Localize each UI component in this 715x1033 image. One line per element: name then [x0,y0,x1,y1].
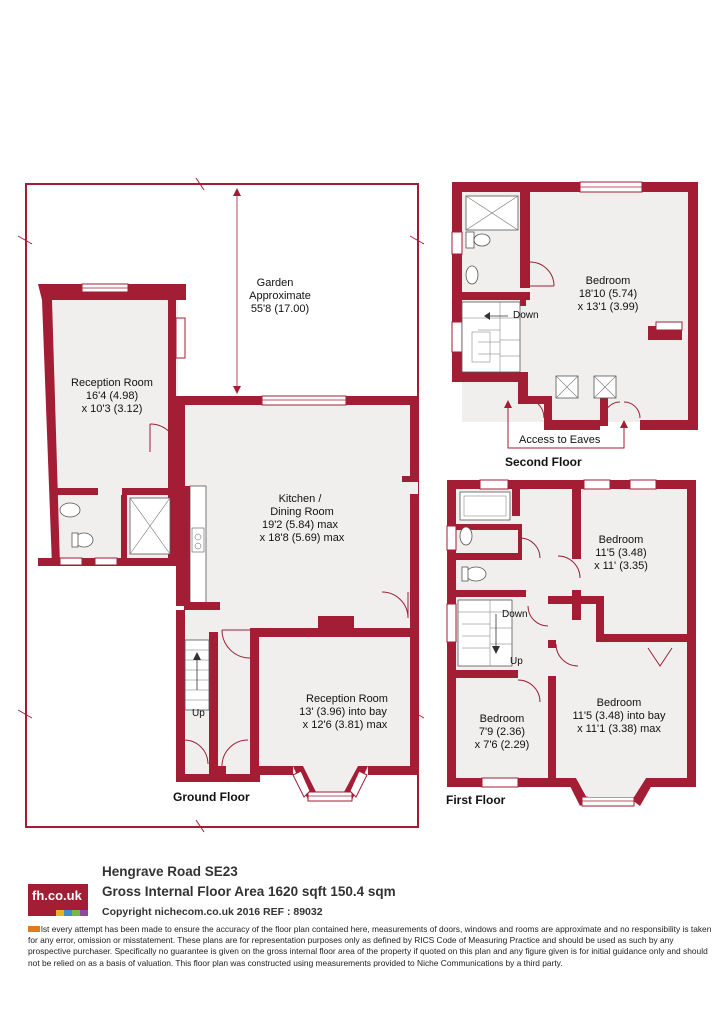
stairs-down-label-second: Down [513,310,539,321]
disclaimer: lst every attempt has been made to ensur… [28,924,715,969]
bedroom-first-top-dims1: 11'5 (3.48) [595,547,646,559]
reception2-dims2: x 12'6 (3.81) max [303,719,388,731]
eaves-label: Access to Eaves [519,434,601,446]
reception2-name: Reception Room [306,693,388,705]
disclaimer-text: lst every attempt has been made to ensur… [28,924,712,968]
bedroom-first-bay-dims1: 11'5 (3.48) into bay [572,710,666,722]
bedroom-first-bay-dims2: x 11'1 (3.38) max [577,723,661,735]
kitchen-dims2: x 18'8 (5.69) max [260,532,345,544]
kitchen-name1: Kitchen / [279,493,323,505]
bedroom-first-bay-name: Bedroom [597,697,642,709]
logo-color-bar [56,910,88,916]
address-title: Hengrave Road SE23 [102,864,238,879]
plan-labels: Garden Approximate 55'8 (17.00) Receptio… [71,275,666,807]
bedroom-first-small-dims1: 7'9 (2.36) [479,726,525,738]
bedroom-first-top-dims2: x 11' (3.35) [594,560,648,572]
garden-line2: Approximate [249,290,311,302]
bedroom-first-small-dims2: x 7'6 (2.29) [475,739,530,751]
first-floor-label: First Floor [446,793,506,807]
stairs-up-label-ground: Up [192,708,205,719]
stairs-down-label-first: Down [502,609,528,620]
reception1-name: Reception Room [71,377,153,389]
copyright-text: Copyright nichecom.co.uk 2016 REF : 8903… [102,906,323,918]
bedroom-first-top-name: Bedroom [599,534,644,546]
reception2-dims1: 13' (3.96) into bay [299,706,387,718]
floor-plan [17,177,698,833]
bedroom-second-name: Bedroom [586,275,631,287]
disclaimer-mark [28,926,40,932]
bedroom-second-dims2: x 13'1 (3.99) [578,301,639,313]
reception1-dims1: 16'4 (4.98) [86,390,138,402]
garden-name: Garden [257,277,294,289]
logo-text: fh.co.uk [32,888,82,903]
kitchen-name2: Dining Room [270,506,334,518]
agent-logo: fh.co.uk [28,884,88,916]
floor-area-title: Gross Internal Floor Area 1620 sqft 150.… [102,884,396,899]
ground-floor-label: Ground Floor [173,790,250,804]
bedroom-first-small-name: Bedroom [480,713,525,725]
second-floor-label: Second Floor [505,455,582,469]
bedroom-second-dims1: 18'10 (5.74) [579,288,637,300]
garden-dims: 55'8 (17.00) [251,303,309,315]
stairs-up-label-first: Up [510,656,523,667]
reception1-dims2: x 10'3 (3.12) [82,403,143,415]
kitchen-dims1: 19'2 (5.84) max [262,519,339,531]
